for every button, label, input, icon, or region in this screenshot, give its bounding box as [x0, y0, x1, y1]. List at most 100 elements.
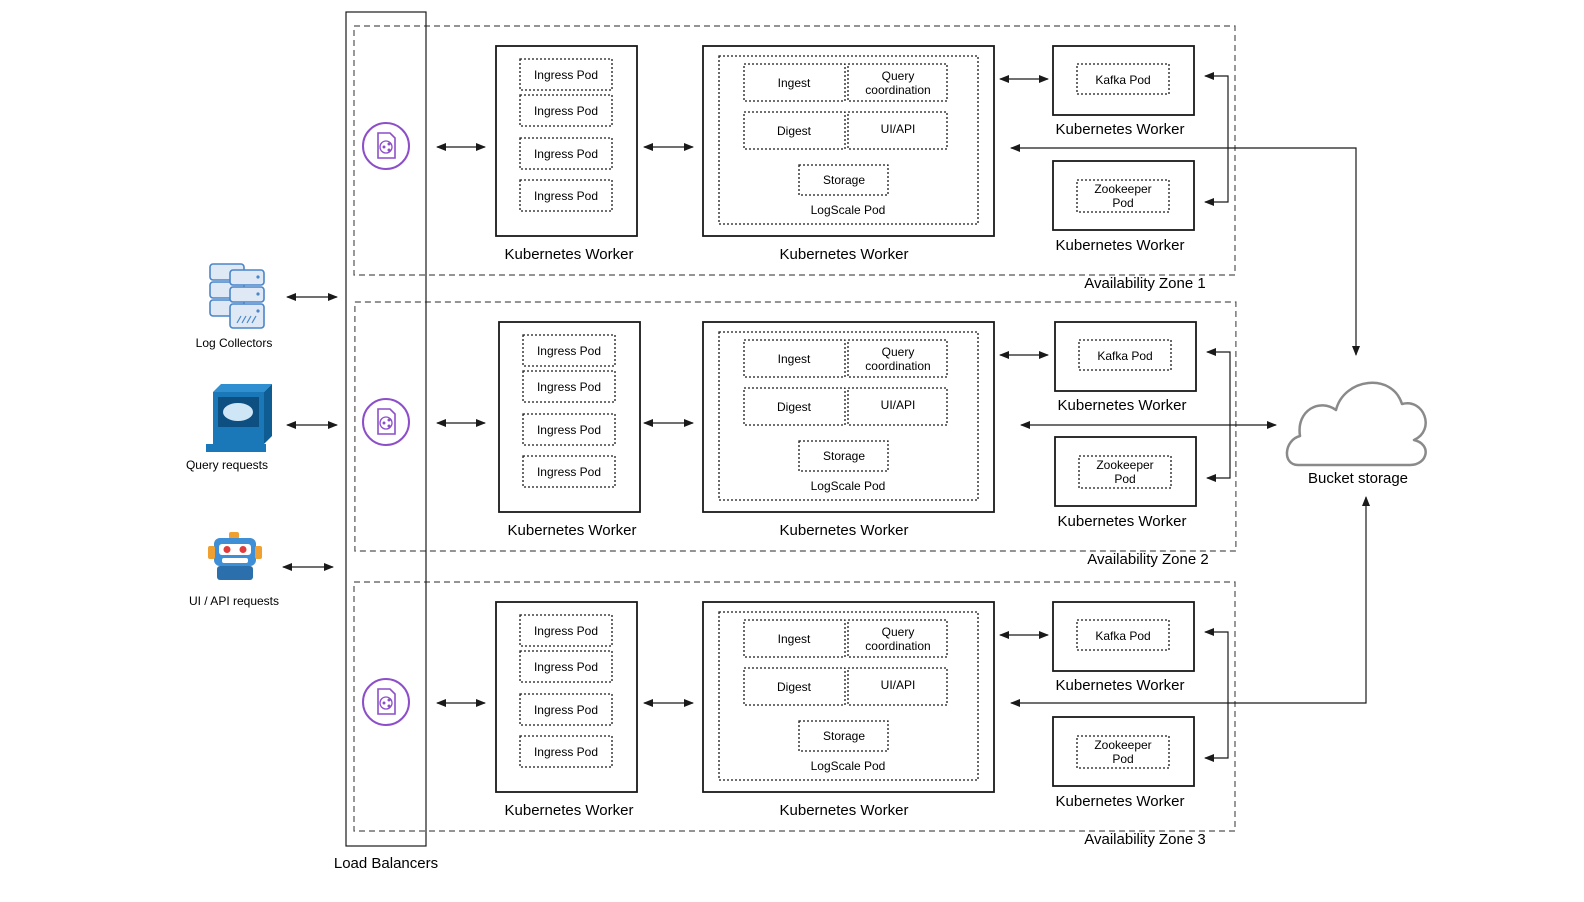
ingress-pod-label: Ingress Pod [534, 68, 598, 82]
logscale-pod-label: LogScale Pod [811, 203, 886, 217]
load-balancer-icon-node [387, 148, 391, 152]
load-balancer-icon [362, 678, 410, 726]
logscale-pod-label: LogScale Pod [811, 759, 886, 773]
ingress-pod-label: Ingress Pod [537, 423, 601, 437]
logscale-pod-outline [718, 55, 979, 225]
ingress-pod [519, 693, 613, 726]
digest-box [743, 111, 846, 150]
load-balancer-icon-ring [362, 678, 410, 726]
ingress-pod [519, 650, 613, 683]
worker-label: Kubernetes Worker [1056, 121, 1185, 138]
load-balancer-icon [362, 398, 410, 446]
query-coordination-box [847, 63, 948, 102]
ingress-pod [522, 413, 616, 446]
kafka-pod-label: Kafka Pod [1097, 349, 1152, 363]
logscale-pod-label: LogScale Pod [811, 479, 886, 493]
ui-api-label: UI/API [881, 398, 916, 412]
kafka-pod-label: Kafka Pod [1095, 73, 1150, 87]
worker-label: Kubernetes Worker [780, 246, 909, 263]
connector [1204, 628, 1229, 762]
worker-label: Kubernetes Worker [780, 522, 909, 539]
ingress-pod-label: Ingress Pod [537, 465, 601, 479]
ingress-pod [519, 614, 613, 647]
worker-label: Kubernetes Worker [508, 522, 637, 539]
load-balancer-icon-node [382, 145, 386, 149]
storage-label: Storage [823, 449, 865, 463]
zone-label: Availability Zone 2 [1087, 551, 1208, 568]
zone-label: Availability Zone 3 [1084, 831, 1205, 848]
load-balancer-icon-ring [362, 398, 410, 446]
digest-box [743, 667, 846, 706]
ingress-pod-label: Ingress Pod [534, 703, 598, 717]
load-balancer-icon-share [379, 696, 393, 710]
ingest-label: Ingest [778, 352, 811, 366]
zookeeper-label-line1: Zookeeper [1096, 458, 1153, 472]
worker-label: Kubernetes Worker [1056, 677, 1185, 694]
logscale-pod-outline [718, 611, 979, 781]
ingest-box [743, 63, 846, 102]
ingress-pod-label: Ingress Pod [534, 189, 598, 203]
load-balancer-icon-doc [377, 408, 396, 435]
ingress-pod [519, 94, 613, 127]
terminal-computer-icon [206, 384, 272, 452]
load-balancer-icon [362, 122, 410, 170]
ui-api-box [847, 111, 948, 150]
zookeeper-label-line2: Pod [1112, 752, 1133, 766]
storage-box [798, 720, 889, 752]
cloud-icon [1285, 381, 1427, 467]
ingress-pod-label: Ingress Pod [534, 104, 598, 118]
digest-label: Digest [777, 124, 812, 138]
storage-box [798, 164, 889, 196]
robot-icon [208, 532, 262, 580]
ingress-pod-label: Ingress Pod [537, 344, 601, 358]
kafka-pod-label: Kafka Pod [1095, 629, 1150, 643]
worker-label: Kubernetes Worker [1058, 513, 1187, 530]
digest-box [743, 387, 846, 426]
ingest-label: Ingest [778, 76, 811, 90]
load-balancer-icon-node [387, 418, 391, 422]
ingress-pod-label: Ingress Pod [537, 380, 601, 394]
ui-api-label: UI/API [881, 122, 916, 136]
zone-label: Availability Zone 1 [1084, 275, 1205, 292]
ingress-pod [522, 334, 616, 367]
ingress-pod [519, 179, 613, 212]
load-balancer-icon-share [379, 140, 393, 154]
query-label-line1: Query [882, 345, 915, 359]
load-balancer-icon-doc [377, 132, 396, 159]
zookeeper-label-line1: Zookeeper [1094, 182, 1151, 196]
zookeeper-label-line2: Pod [1112, 196, 1133, 210]
ingress-pod-label: Ingress Pod [534, 660, 598, 674]
connector [1206, 348, 1231, 482]
client-label-ui-api-requests: UI / API requests [189, 594, 279, 608]
ingress-pod-label: Ingress Pod [534, 624, 598, 638]
digest-label: Digest [777, 400, 812, 414]
load-balancer-icon-node [387, 142, 391, 146]
ingress-pod [519, 735, 613, 768]
ingress-pod [522, 370, 616, 403]
worker-label: Kubernetes Worker [780, 802, 909, 819]
worker-label: Kubernetes Worker [505, 802, 634, 819]
load-balancer-column [345, 11, 427, 847]
ingress-pod-label: Ingress Pod [534, 147, 598, 161]
ingest-box [743, 619, 846, 658]
worker-label: Kubernetes Worker [1056, 237, 1185, 254]
ingress-pod [519, 58, 613, 91]
query-label-line1: Query [882, 625, 915, 639]
query-label-line2: coordination [865, 639, 930, 653]
query-label-line1: Query [882, 69, 915, 83]
worker-label: Kubernetes Worker [1058, 397, 1187, 414]
query-coordination-box [847, 339, 948, 378]
query-coordination-box [847, 619, 948, 658]
ui-api-box [847, 667, 948, 706]
connector [1204, 72, 1229, 206]
worker-label: Kubernetes Worker [505, 246, 634, 263]
worker-label: Kubernetes Worker [1056, 793, 1185, 810]
storage-box [798, 440, 889, 472]
load-balancers-label: Load Balancers [334, 855, 438, 872]
load-balancer-icon-doc [377, 688, 396, 715]
load-balancer-icon-ring [362, 122, 410, 170]
query-label-line2: coordination [865, 359, 930, 373]
ingress-pod [522, 455, 616, 488]
